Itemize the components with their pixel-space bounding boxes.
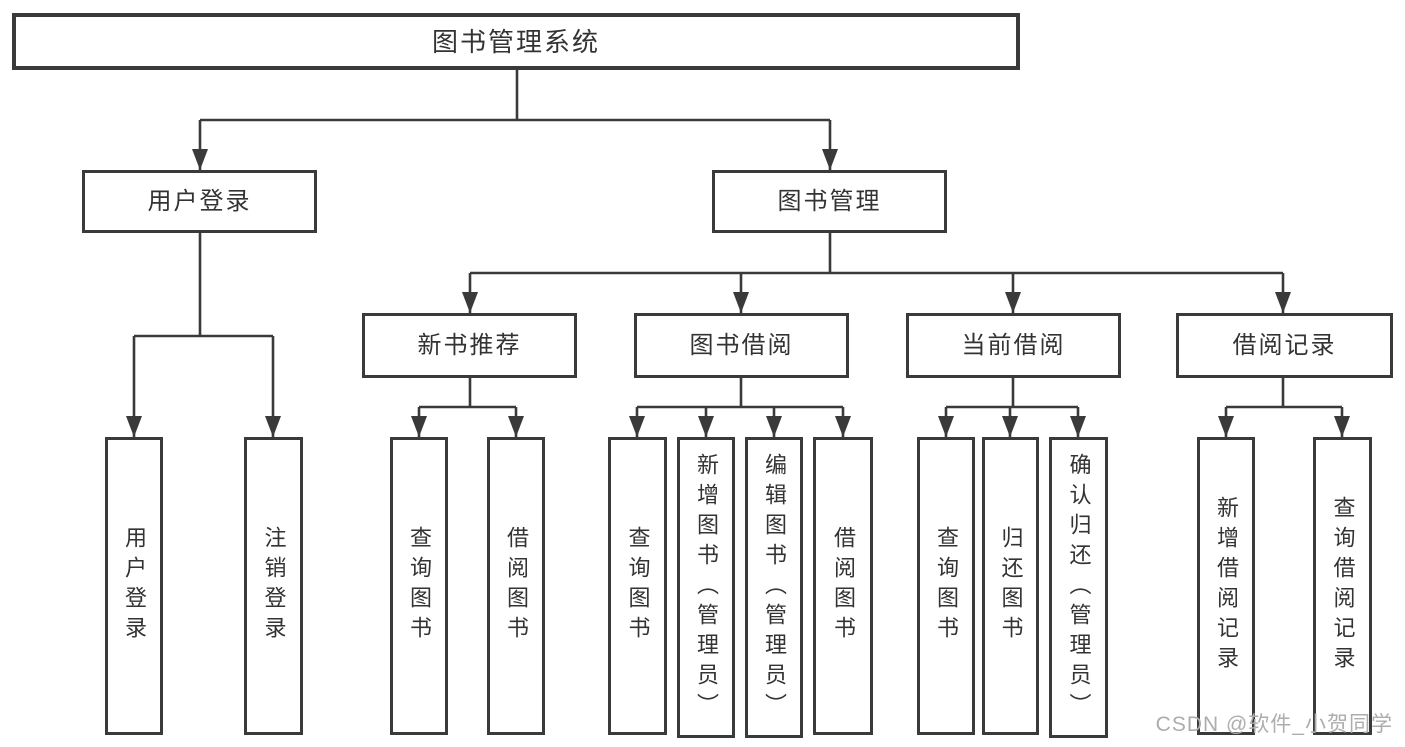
leaf-return-books: 归还图书 bbox=[982, 437, 1039, 735]
node-label: 借阅记录 bbox=[1232, 331, 1337, 359]
leaf-label: 归还图书 bbox=[998, 526, 1024, 646]
node-library-system: 图书管理系统 bbox=[12, 13, 1020, 70]
node-current-borrow: 当前借阅 bbox=[906, 313, 1121, 378]
node-label: 图书借阅 bbox=[689, 331, 794, 359]
leaf-query-books-current: 查询图书 bbox=[917, 437, 975, 735]
leaf-borrow-books-recommend: 借阅图书 bbox=[487, 437, 545, 735]
node-label: 图书管理 bbox=[777, 187, 882, 215]
node-label: 图书管理系统 bbox=[431, 26, 600, 57]
node-user-login: 用户登录 bbox=[82, 170, 317, 233]
node-new-book-recommend: 新书推荐 bbox=[362, 313, 577, 378]
leaf-confirm-return-admin: 确认归还（管理员） bbox=[1049, 437, 1108, 738]
leaf-label: 注销登录 bbox=[261, 526, 287, 646]
leaf-label: 查询借阅记录 bbox=[1330, 496, 1356, 676]
leaf-label: 确认归还（管理员） bbox=[1066, 452, 1092, 723]
leaf-label: 查询图书 bbox=[934, 526, 959, 646]
leaf-edit-book-admin: 编辑图书（管理员） bbox=[745, 437, 803, 738]
node-book-management: 图书管理 bbox=[712, 170, 947, 233]
leaf-label: 新增借阅记录 bbox=[1214, 496, 1239, 676]
leaf-label: 新增图书（管理员） bbox=[694, 452, 719, 723]
leaf-add-borrow-record: 新增借阅记录 bbox=[1197, 437, 1255, 735]
leaf-label: 用户登录 bbox=[122, 526, 147, 646]
leaf-label: 查询图书 bbox=[407, 526, 432, 646]
node-label: 用户登录 bbox=[147, 187, 252, 215]
leaf-borrow-books: 借阅图书 bbox=[813, 437, 873, 735]
leaf-query-borrow-record: 查询借阅记录 bbox=[1313, 437, 1372, 735]
leaf-add-book-admin: 新增图书（管理员） bbox=[677, 437, 735, 738]
node-label: 新书推荐 bbox=[417, 331, 522, 359]
leaf-label: 编辑图书（管理员） bbox=[762, 452, 787, 723]
node-book-borrow: 图书借阅 bbox=[634, 313, 849, 378]
leaf-user-login: 用户登录 bbox=[105, 437, 163, 735]
leaf-logout: 注销登录 bbox=[244, 437, 303, 735]
leaf-query-books-borrow: 查询图书 bbox=[608, 437, 667, 735]
leaf-label: 借阅图书 bbox=[504, 526, 529, 646]
node-borrow-records: 借阅记录 bbox=[1176, 313, 1393, 378]
leaf-label: 借阅图书 bbox=[831, 526, 856, 646]
leaf-query-books-recommend: 查询图书 bbox=[390, 437, 448, 735]
leaf-label: 查询图书 bbox=[625, 526, 651, 646]
node-label: 当前借阅 bbox=[961, 331, 1066, 359]
csdn-watermark: CSDN @软件_小贺同学 bbox=[1155, 713, 1393, 736]
